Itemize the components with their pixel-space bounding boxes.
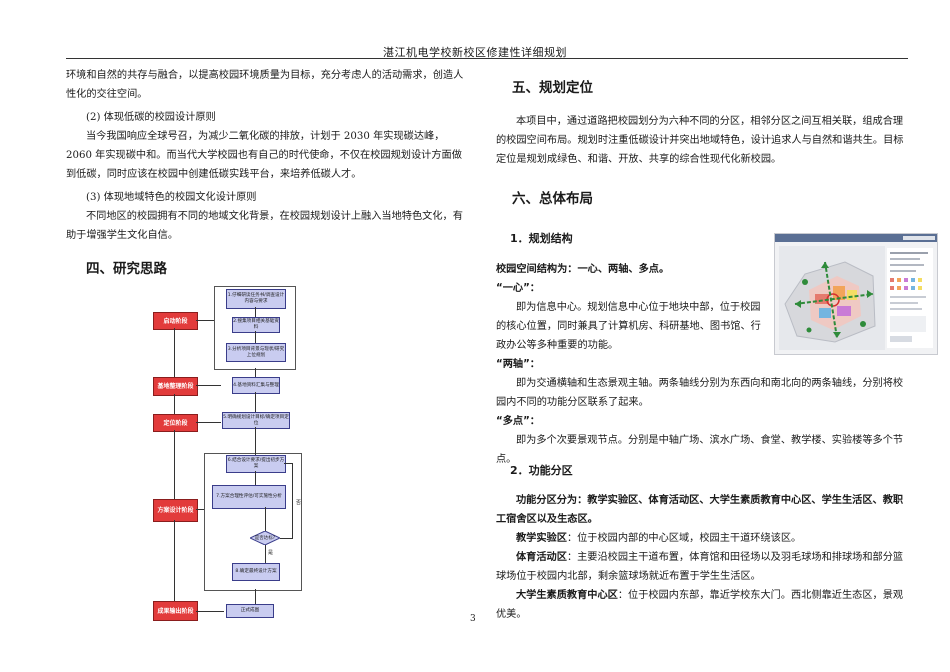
flow-line <box>255 392 256 412</box>
section-4-heading: 四、研究思路 <box>86 261 167 277</box>
zone-teaching: 教学实验区：位于校园内部的中心区域，校园主干道环绕该区。 <box>496 529 908 548</box>
one-center-text: 即为信息中心。规划信息中心位于地块中部，位于校园的核心位置，同时兼具了计算机房、… <box>496 302 761 351</box>
principle-2-heading: (2) 体现低碳的校园设计原则 <box>86 112 216 123</box>
one-center-title: “一心”： <box>496 283 540 294</box>
structure-block: 校园空间结构为：一心、两轴、多点。 “一心”： 即为信息中心。规划信息中心位于地… <box>496 260 768 374</box>
stage-output: 成果输出阶段 <box>153 601 198 621</box>
paragraph-low-carbon: 当今我国响应全球号召，为减少二氧化碳的排放，计划于 2030 年实现碳达峰，20… <box>66 131 462 180</box>
stage-design: 方案设计阶段 <box>153 499 198 522</box>
zone-teaching-text: ：位于校园内部的中心区域，校园主干道环绕该区。 <box>566 533 802 544</box>
step-5-box: 5.明确规划设计目标/确定项目定位 <box>222 412 290 429</box>
zone-sports: 体育活动区：主要沿校园主干道布置，体育馆和田径场以及羽毛球场和排球场和部分篮球场… <box>496 548 908 586</box>
stage-site: 基地整理阶段 <box>153 377 198 396</box>
flow-loop-line <box>280 538 292 539</box>
multi-point-title: “多点”： <box>496 416 540 427</box>
step-8-box: 8.确定最终设计方案 <box>232 563 280 581</box>
zone-quality-text: ：位于校园内东部，靠近学校东大门。西北侧靠近生态区，景观优美。 <box>496 590 904 620</box>
flow-connector <box>196 611 224 612</box>
flow-loop-line <box>292 463 293 539</box>
zones-summary: 功能分区分为：教学实验区、体育活动区、大学生素质教育中心区、学生生活区、教职工宿… <box>496 495 904 525</box>
paragraph-1: 环境和自然的共存与融合，以提高校园环境质量为目标，充分考虑人的活动需求，创造人性… <box>66 70 464 100</box>
flow-line <box>174 520 175 601</box>
flow-line <box>174 394 175 414</box>
flow-connector <box>196 320 214 321</box>
zone-teaching-title: 教学实验区 <box>516 533 567 544</box>
section-6-heading: 六、总体布局 <box>512 191 593 207</box>
flow-line <box>255 331 256 343</box>
paragraph-regional: 不同地区的校园拥有不同的地域文化背景，在校园规划设计上融入当地特色文化，有助于增… <box>66 211 463 241</box>
flow-connector <box>196 385 221 386</box>
page-number: 3 <box>470 614 476 624</box>
flow-line <box>255 427 256 455</box>
flow-line <box>265 545 266 563</box>
yes-label: 是 <box>268 550 274 556</box>
zone-quality: 大学生素质教育中心区：位于校园内东部，靠近学校东大门。西北侧靠近生态区，景观优美… <box>496 586 908 624</box>
step-4-box: 4.基地资料汇集与整理 <box>232 377 280 394</box>
group-design <box>204 453 302 591</box>
no-label: 否 <box>296 500 302 506</box>
two-axes-text: 即为交通横轴和生态景观主轴。两条轴线分别为东西向和南北向的两条轴线，分别将校园内… <box>496 378 904 408</box>
structure-map-figure <box>774 233 938 355</box>
research-flowchart: 启动阶段 基地整理阶段 定位阶段 方案设计阶段 成果输出阶段 1.仔细研读任务书… <box>146 281 338 631</box>
subsection-zones: 2．功能分区 <box>510 464 573 477</box>
axes-block: 即为交通横轴和生态景观主轴。两条轴线分别为东西向和南北向的两条轴线，分别将校园内… <box>496 374 908 469</box>
step-7-box: 7.方案合理性评估/可实施性分析 <box>212 485 286 509</box>
step-2-box: 2.搜集项目相关基础资料 <box>232 317 280 333</box>
flow-line <box>255 307 256 317</box>
zone-sports-title: 体育活动区 <box>516 552 567 563</box>
zone-sports-text: ：主要沿校园主干道布置，体育馆和田径场以及羽毛球场和排球场和部分篮球场位于校园内… <box>496 552 904 582</box>
stage-positioning: 定位阶段 <box>153 414 198 432</box>
stage-start: 启动阶段 <box>153 312 198 330</box>
principle-3-heading: (3) 体现地域特色的校园文化设计原则 <box>86 192 257 203</box>
step-1-box: 1.仔细研读任务书/调查设计内容与要求 <box>226 289 286 309</box>
flow-connector <box>196 422 221 423</box>
flow-line <box>174 430 175 499</box>
flow-line <box>255 589 256 604</box>
subsection-structure: 1．规划结构 <box>510 232 573 245</box>
positioning-paragraph: 本项目中，通过道路把校园划分为六种不同的分区，相邻分区之间互相关联，组成合理的校… <box>496 112 908 169</box>
section-5-heading: 五、规划定位 <box>512 80 593 96</box>
two-axes-title: “两轴”： <box>496 359 540 370</box>
flow-line <box>255 368 256 377</box>
step-6-box: 6.结合设计要求/提出初步方案 <box>226 455 286 473</box>
zones-block: 功能分区分为：教学实验区、体育活动区、大学生素质教育中心区、学生生活区、教职工宿… <box>496 491 908 624</box>
decision-label: 是否达标? <box>254 536 276 541</box>
flow-line <box>265 507 266 531</box>
multi-point-text: 即为多个次要景观节点。分别是中轴广场、滨水广场、食堂、教学楼、实验楼等多个节点。 <box>496 435 904 465</box>
positioning-text: 本项目中，通过道路把校园划分为六种不同的分区，相邻分区之间互相关联，组成合理的校… <box>496 116 904 165</box>
flow-line <box>255 471 256 485</box>
zone-quality-title: 大学生素质教育中心区 <box>516 590 618 601</box>
left-column: 环境和自然的共存与融合，以提高校园环境质量为目标，充分考虑人的活动需求，创造人性… <box>66 66 466 245</box>
final-drawing-box: 正式成图 <box>226 604 274 618</box>
flow-loop-line <box>284 463 292 464</box>
structure-summary: 校园空间结构为：一心、两轴、多点。 <box>496 264 670 275</box>
decision-diamond <box>250 531 280 545</box>
page-header-title: 湛江机电学校新校区修建性详细规划 <box>383 46 567 59</box>
structure-map-image <box>775 234 937 350</box>
flow-connector <box>196 509 204 510</box>
flow-line <box>174 328 175 377</box>
header-rule <box>66 58 908 59</box>
step-3-box: 3.分析项目背景与现状/研究上位规划 <box>226 343 286 362</box>
